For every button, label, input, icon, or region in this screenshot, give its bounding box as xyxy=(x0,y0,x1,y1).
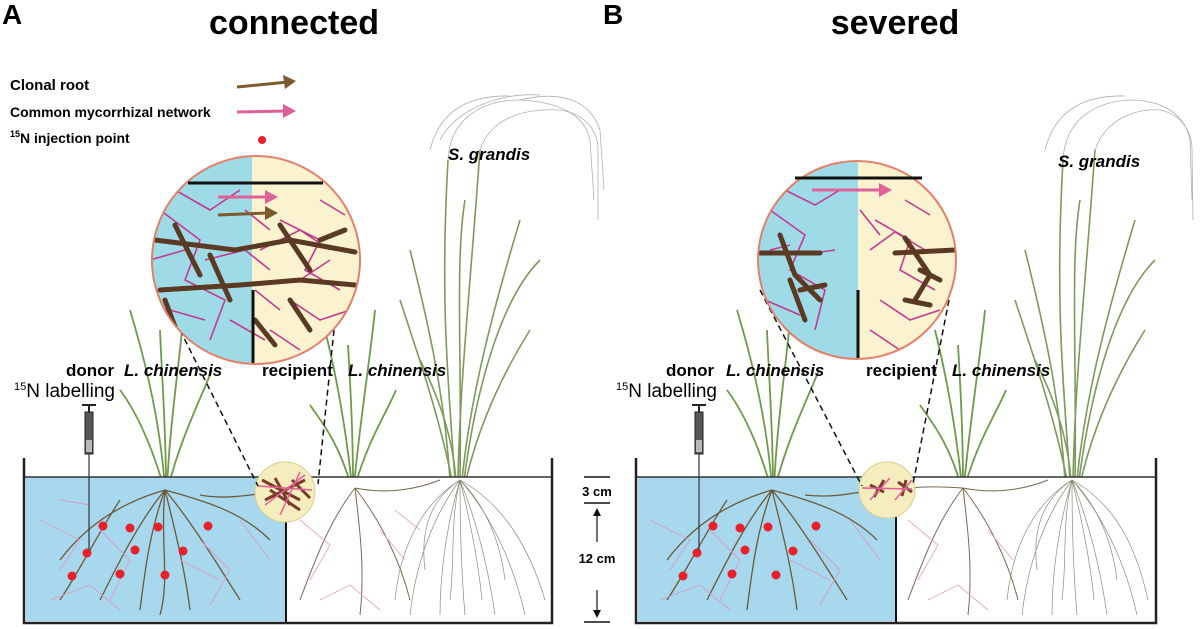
magnifier-b-cmn-arrow-icon xyxy=(812,183,892,197)
donor-cmn-b xyxy=(649,519,881,611)
syringe-a-icon xyxy=(82,404,96,550)
panel-a-recipient-species: L. chinensis xyxy=(348,361,446,380)
panel-b-letter: B xyxy=(603,0,623,30)
panel-b-labelling-text: N labelling xyxy=(628,381,717,402)
panel-b-donor-species: L. chinensis xyxy=(726,361,824,380)
cmn-arrow-icon xyxy=(236,104,296,118)
container-b xyxy=(634,458,1158,625)
scale-bottom-label: 12 cm xyxy=(579,551,616,566)
legend-injection-text: N injection point xyxy=(20,130,130,146)
panel-a-labelling-text: N labelling xyxy=(26,381,115,402)
grandis-roots-a xyxy=(394,479,546,616)
magnifier-a-root-arrow-icon xyxy=(217,206,278,220)
clonal-root-arrow-icon xyxy=(236,75,296,89)
injection-points-a xyxy=(67,521,213,581)
panel-a: A connected Clonal root Common mycorrhiz… xyxy=(2,0,605,625)
panel-b-donor-label: donor xyxy=(666,361,715,380)
panel-b-title: severed xyxy=(831,4,960,42)
panel-b-labelling: 15N labelling xyxy=(616,381,717,402)
panel-b-grass-label: S. grandis xyxy=(1058,152,1140,171)
panel-a-grass-label: S. grandis xyxy=(448,145,530,164)
scale-down-arrow-icon xyxy=(593,590,601,618)
panel-a-title: connected xyxy=(209,4,379,42)
panel-b-recipient-label: recipient xyxy=(866,361,937,380)
panel-b-recipient-species: L. chinensis xyxy=(952,361,1050,380)
panel-a-labelling: 15N labelling xyxy=(14,381,115,402)
legend-clonal-root-label: Clonal root xyxy=(10,77,89,94)
recipient-cmn-b xyxy=(907,519,1014,611)
legend-cmn-label: Common mycorrhizal network xyxy=(10,104,211,120)
recipient-cmn-a xyxy=(299,509,421,611)
donor-compartment-b xyxy=(638,477,896,621)
injection-point-icon xyxy=(258,136,266,144)
panel-a-recipient-label: recipient xyxy=(262,361,333,380)
magnifier-circle-a xyxy=(151,155,361,365)
scale-up-arrow-icon xyxy=(593,508,601,542)
legend-injection-label: 15N injection point xyxy=(10,129,130,146)
s-grandis-panicle-a-icon xyxy=(429,94,605,220)
recipient-plant-a-icon xyxy=(309,309,397,487)
donor-cmn-a xyxy=(39,499,271,611)
s-grandis-panicle-b-icon xyxy=(1044,95,1194,221)
s-grandis-plant-b-icon xyxy=(1014,149,1156,481)
magnifier-a-cmn-arrow-icon xyxy=(218,190,278,204)
depth-scale: 3 cm 12 cm xyxy=(579,476,616,623)
magnifier-circle-b xyxy=(757,160,957,360)
scale-top-label: 3 cm xyxy=(582,484,612,499)
panel-a-letter: A xyxy=(2,0,22,30)
small-magnifier-b xyxy=(858,461,916,519)
syringe-b-icon xyxy=(692,404,706,550)
recipient-compartment-a xyxy=(286,477,550,621)
s-grandis-plant-a-icon xyxy=(399,149,541,481)
grandis-roots-b xyxy=(1006,479,1149,616)
panel-b-labelling-superscript: 15 xyxy=(616,381,628,393)
small-magnifier-a xyxy=(254,461,316,523)
panel-a-labelling-superscript: 15 xyxy=(14,381,26,393)
recipient-roots-b xyxy=(907,479,1049,616)
recipient-roots-a xyxy=(299,479,441,616)
panel-a-donor-label: donor xyxy=(66,361,115,380)
legend: Clonal root Common mycorrhizal network 1… xyxy=(10,75,296,146)
panel-b: B severed S. grandis xyxy=(603,0,1194,625)
donor-compartment-a xyxy=(26,477,286,621)
panel-a-donor-species: L. chinensis xyxy=(124,361,222,380)
legend-injection-superscript: 15 xyxy=(10,129,20,139)
recipient-plant-b-icon xyxy=(919,309,1007,487)
injection-points-b xyxy=(678,521,821,581)
